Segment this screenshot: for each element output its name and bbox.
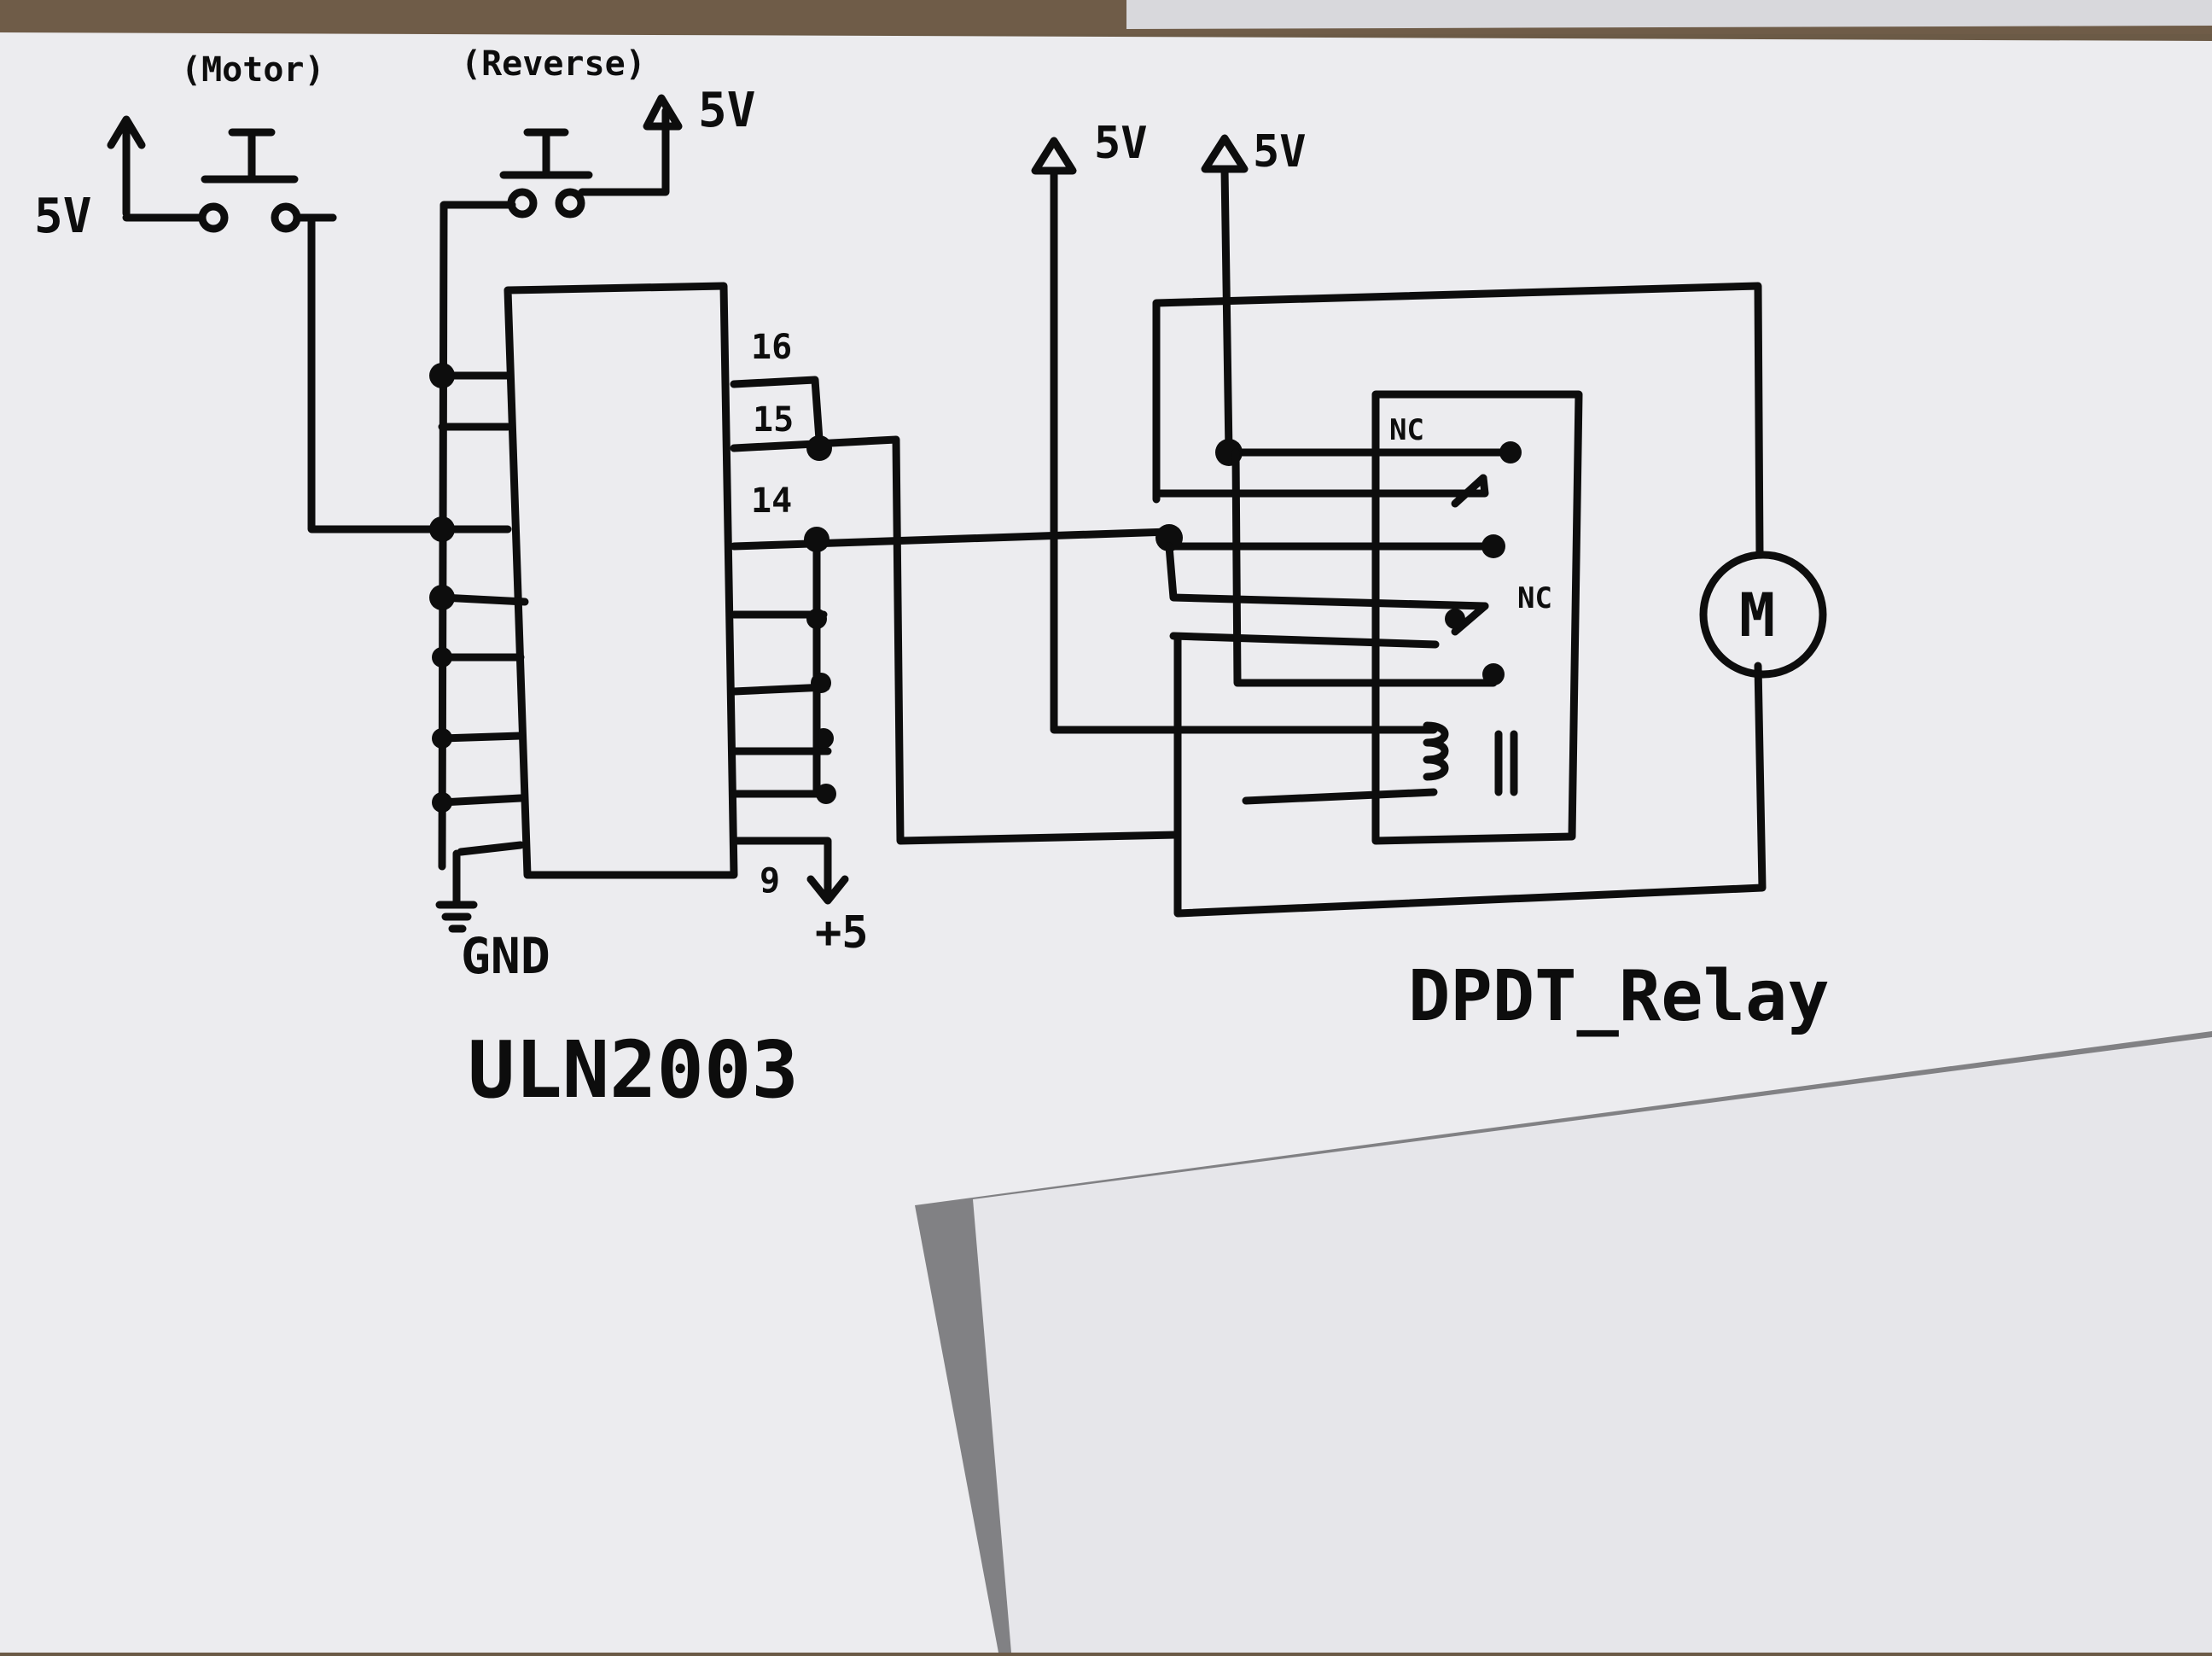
left-button-5v-label: 5V xyxy=(34,189,91,244)
pin-15-label: 15 xyxy=(753,400,794,440)
motor-push-button xyxy=(107,115,337,233)
motor-loop-wires xyxy=(1152,282,1764,559)
pin-16-label: 16 xyxy=(751,328,792,367)
overlay-sheet xyxy=(973,1037,2212,1653)
plus5-label: +5 xyxy=(815,907,869,959)
background-sheet xyxy=(1126,0,2212,29)
chip-junction-dots xyxy=(429,363,836,813)
relay-5v-a-label: 5V xyxy=(1094,118,1148,169)
pin-9-label: 9 xyxy=(760,861,780,901)
reverse-button-label: (Reverse) xyxy=(461,44,646,84)
relay-supply-wires xyxy=(1031,134,1438,734)
relay-nc-top-label: NC xyxy=(1389,413,1424,447)
relay-name-label: DPDT_Relay xyxy=(1408,956,1830,1037)
dpdt-relay xyxy=(1155,390,1767,918)
relay-nc-mid-label: NC xyxy=(1517,581,1552,615)
motor xyxy=(1699,551,1827,679)
motor-button-label: (Motor) xyxy=(181,50,325,90)
right-button-5v-label: 5V xyxy=(698,83,755,138)
chip-name-label: ULN2003 xyxy=(468,1024,799,1116)
relay-5v-b-label: 5V xyxy=(1253,126,1307,178)
motor-label: M xyxy=(1739,580,1775,650)
pin-14-label: 14 xyxy=(751,481,792,521)
gnd-label: GND xyxy=(461,927,550,985)
